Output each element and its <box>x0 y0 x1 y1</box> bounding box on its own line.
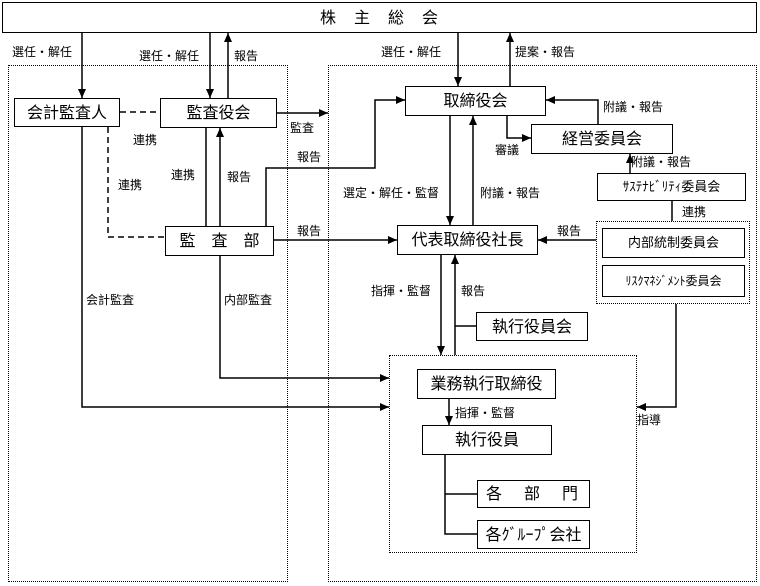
departments-box: 各 部 門 <box>477 480 590 508</box>
label-submission-report-sustainability: 附議・報告 <box>631 155 692 169</box>
label-report-dept-to-audit-board: 報告 <box>227 170 252 184</box>
label-guidance: 指導 <box>637 413 662 427</box>
label-internal-audit: 内部監査 <box>224 293 273 307</box>
label-report-dept-to-board: 報告 <box>297 150 322 164</box>
label-audit: 監査 <box>290 121 315 135</box>
execution-region <box>328 65 757 582</box>
label-submission-report-management: 附議・報告 <box>603 100 664 114</box>
label-coordination-audit-board-dept: 連携 <box>171 168 196 182</box>
label-command-supervise: 指揮・監督 <box>371 284 432 298</box>
line-officers-to-units <box>444 455 477 535</box>
label-appoint-dismiss-audit-board: 選任・解任 <box>139 49 200 63</box>
dashed-line-auditor-dept <box>107 127 165 238</box>
label-report-dept-to-president: 報告 <box>297 224 322 238</box>
executive-officers-box: 執行役員 <box>422 425 552 455</box>
label-submission-report-president: 附議・報告 <box>480 186 541 200</box>
committees-region <box>596 221 750 304</box>
management-committee-box: 経営委員会 <box>531 124 673 154</box>
group-companies-box: 各ｸﾞﾙｰﾌﾟ会社 <box>477 520 590 549</box>
label-select-dismiss-supervise: 選定・解任・監督 <box>343 186 440 200</box>
label-report-audit-board-to-agm: 報告 <box>234 49 259 63</box>
shareholders-meeting-box: 株 主 総 会 <box>2 2 757 33</box>
arrow-committees-guidance <box>637 304 677 411</box>
president-box: 代表取締役社長 <box>397 225 538 255</box>
arrow-internal-audit <box>219 256 389 382</box>
business-execution-region <box>389 355 637 553</box>
internal-control-committee-box: 内部統制委員会 <box>602 228 745 258</box>
label-coordination-auditor-audit-board: 連携 <box>133 133 158 147</box>
risk-management-committee-box: ﾘｽｸﾏﾈｼﾞﾒﾝﾄ委員会 <box>602 265 745 297</box>
label-accounting-audit: 会計監査 <box>86 293 135 307</box>
label-appoint-dismiss-board: 選任・解任 <box>381 45 442 59</box>
label-coordination-sustainability: 連携 <box>682 205 707 219</box>
label-deliberation: 審議 <box>495 143 520 157</box>
audit-department-box: 監 査 部 <box>165 226 274 256</box>
audit-region <box>8 65 288 582</box>
arrow-management-to-board <box>546 96 599 124</box>
arrow-accounting-audit <box>81 127 389 411</box>
label-report-to-president: 報告 <box>461 284 486 298</box>
executive-officers-meeting-box: 執行役員会 <box>476 312 588 341</box>
label-report-committees-to-president: 報告 <box>557 224 582 238</box>
sustainability-committee-box: ｻｽﾃﾅﾋﾞﾘﾃｨ委員会 <box>597 173 746 201</box>
arrow-dept-to-board <box>265 96 405 226</box>
label-command-supervise-officers: 指揮・監督 <box>455 406 516 420</box>
label-coordination-auditor-dept: 連携 <box>118 178 143 192</box>
audit-board-box: 監査役会 <box>160 98 277 128</box>
accounting-auditor-box: 会計監査人 <box>14 98 120 127</box>
arrow-board-to-management <box>506 116 531 142</box>
label-proposal-report: 提案・報告 <box>515 45 576 59</box>
board-of-directors-box: 取締役会 <box>405 86 546 116</box>
label-appoint-dismiss-auditor: 選任・解任 <box>12 45 73 59</box>
executive-directors-box: 業務執行取締役 <box>417 369 556 399</box>
